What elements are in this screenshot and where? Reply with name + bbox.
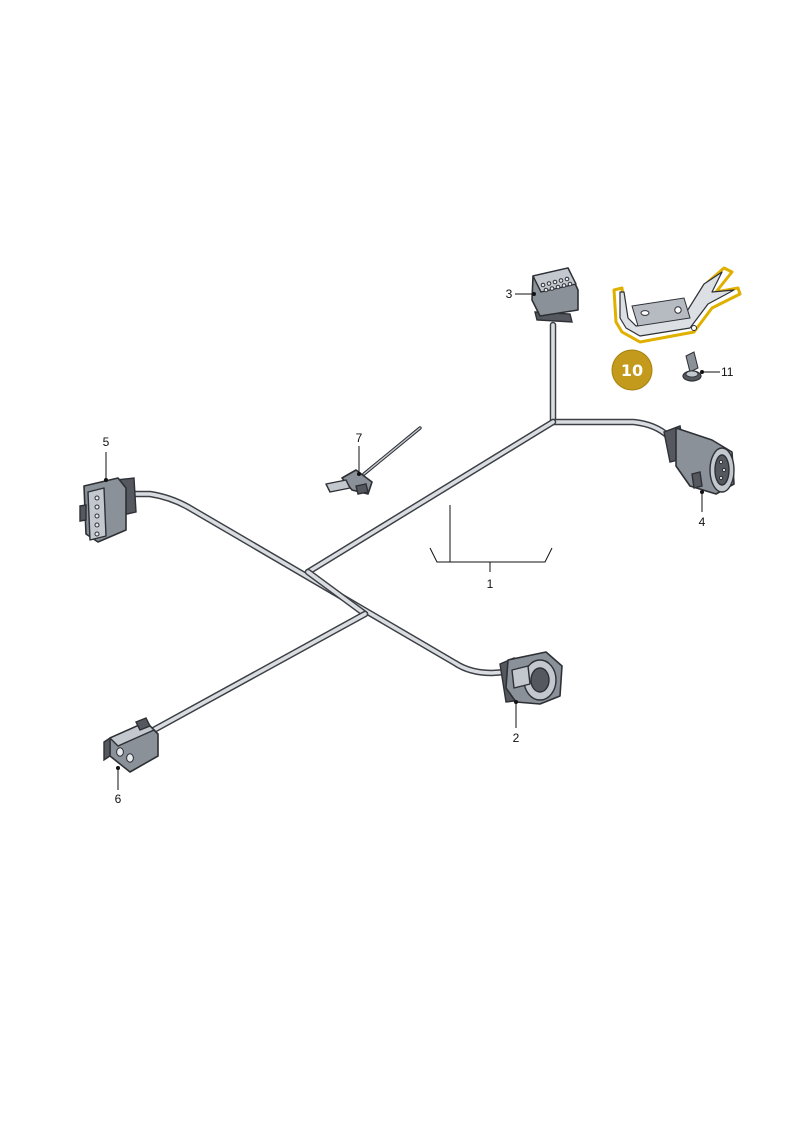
mounting-bracket-icon: [612, 266, 742, 344]
callout-2-label: 2: [513, 731, 520, 745]
callout-3: 3: [506, 287, 536, 301]
connector-5: [79, 477, 137, 543]
round-multi-pin-connector-icon: [663, 425, 735, 495]
callout-4: 4: [699, 490, 706, 529]
callout-7-label: 7: [356, 431, 363, 445]
callout-3-label: 3: [506, 287, 513, 301]
callout-10-badge: [611, 349, 653, 391]
callout-4-label: 4: [699, 515, 706, 529]
round-plug-connector-icon: [499, 651, 563, 705]
callout-2: 2: [513, 700, 520, 745]
callout-5-label: 5: [103, 435, 110, 449]
multi-pin-flat-connector-icon: [531, 267, 579, 323]
cable-clip-icon: [325, 426, 422, 495]
connector-6: [103, 717, 159, 773]
callout-5: 5: [103, 435, 110, 482]
wiring-harness: [126, 321, 672, 736]
callout-11-label: 11: [721, 365, 734, 379]
five-pin-connector-icon: [79, 477, 137, 543]
callout-7: 7: [356, 431, 363, 476]
connector-3: [531, 267, 579, 323]
callout-1: 1: [429, 505, 553, 591]
screw-icon: [682, 351, 702, 382]
callout-11: 11: [700, 365, 734, 379]
callout-6-label: 6: [115, 792, 122, 806]
connector-2: [499, 651, 563, 705]
callout-6: 6: [115, 766, 122, 806]
connector-4: [663, 425, 735, 495]
two-pin-connector-icon: [103, 717, 159, 773]
cable-clip-7: [325, 426, 422, 495]
callout-10: 10: [611, 349, 653, 391]
screw-11: [682, 351, 702, 382]
callout-1-label: 1: [487, 577, 494, 591]
mounting-bracket-10: [612, 266, 742, 344]
callout-10-label: 10: [621, 361, 643, 380]
